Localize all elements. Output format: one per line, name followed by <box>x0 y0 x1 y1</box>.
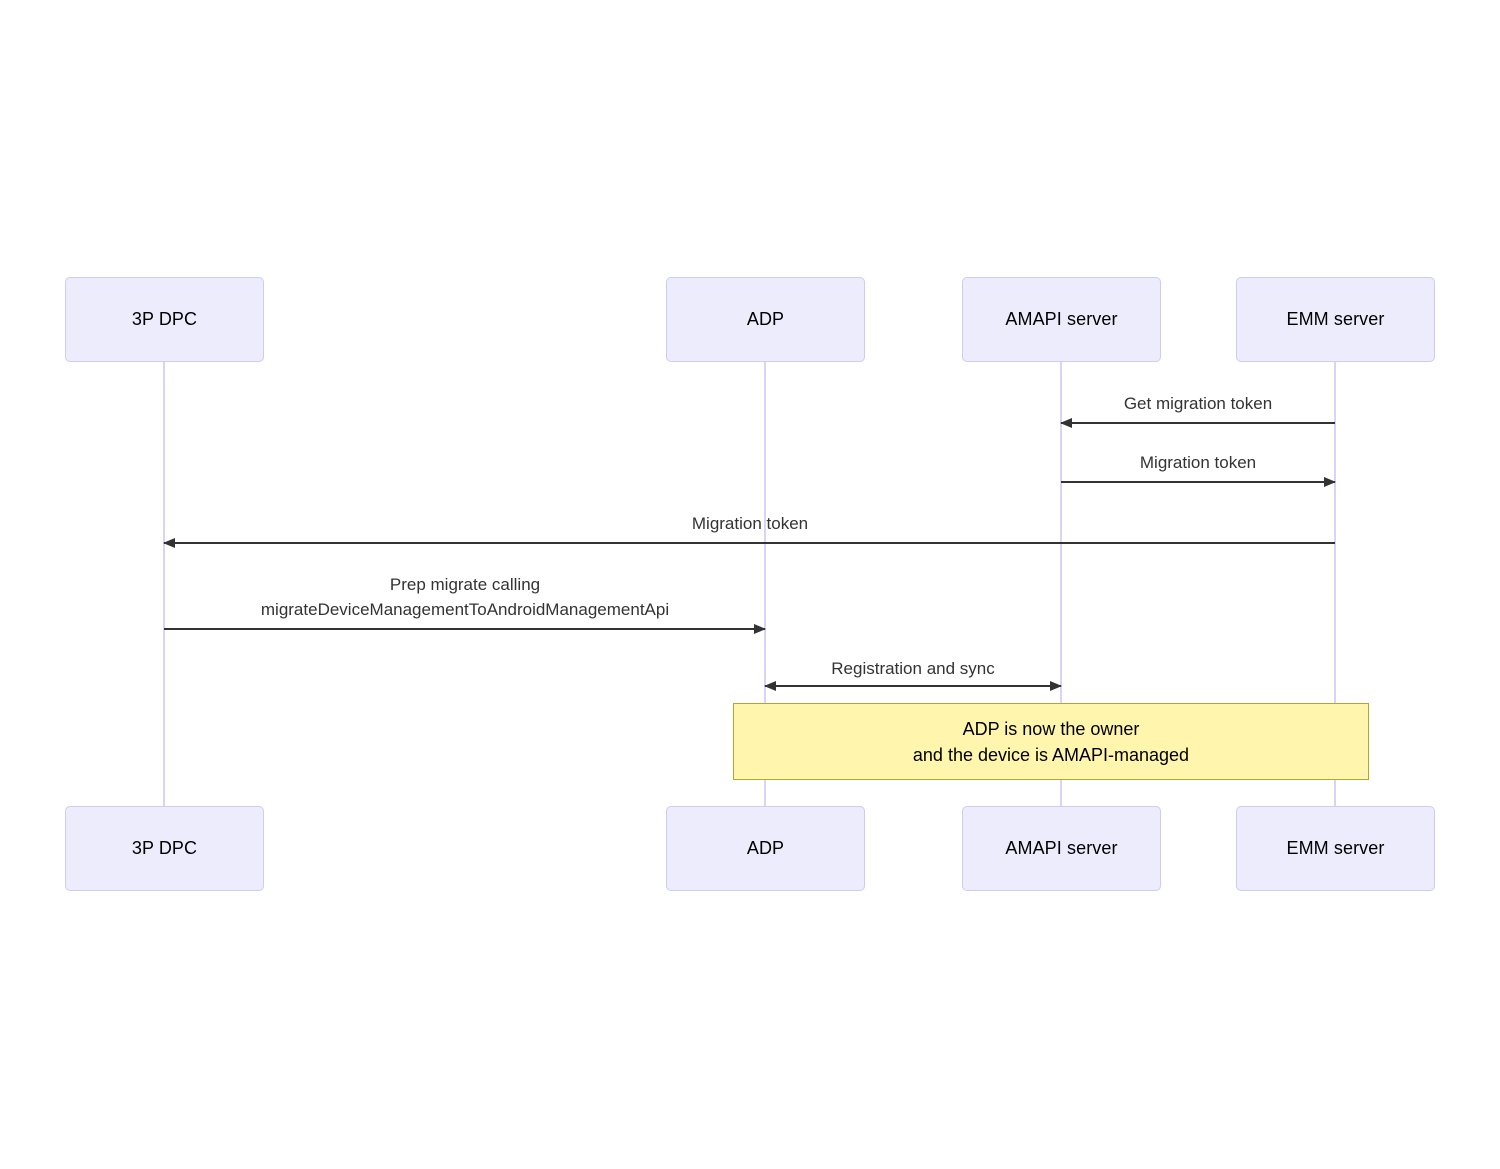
participant-label: EMM server <box>1286 309 1385 329</box>
participant-label: AMAPI server <box>1005 838 1118 858</box>
participant-amapi-top[interactable]: AMAPI server <box>962 277 1161 362</box>
participant-adp-bottom[interactable]: ADP <box>666 806 865 891</box>
note-adp-owner-note: ADP is now the owner and the device is A… <box>733 703 1369 780</box>
message-label-prep-migrate: Prep migrate calling migrateDeviceManage… <box>260 575 670 619</box>
participant-amapi-bottom[interactable]: AMAPI server <box>962 806 1161 891</box>
note-text: ADP is now the owner and the device is A… <box>912 718 1190 765</box>
message-label-migration-token-to-emm: Migration token <box>1139 453 1257 472</box>
message-label-get-migration-token: Get migration token <box>1123 394 1273 413</box>
participant-dpc-bottom[interactable]: 3P DPC <box>65 806 264 891</box>
participant-label: ADP <box>746 309 785 329</box>
participant-adp-top[interactable]: ADP <box>666 277 865 362</box>
participant-label: EMM server <box>1286 838 1385 858</box>
participant-label: AMAPI server <box>1005 309 1118 329</box>
participant-emm-top[interactable]: EMM server <box>1236 277 1435 362</box>
participant-label: ADP <box>746 838 785 858</box>
participant-dpc-top[interactable]: 3P DPC <box>65 277 264 362</box>
participant-emm-bottom[interactable]: EMM server <box>1236 806 1435 891</box>
message-arrows-group <box>163 418 1336 691</box>
participant-label: 3P DPC <box>131 309 198 329</box>
message-label-migration-token-to-dpc: Migration token <box>691 514 809 533</box>
message-label-registration-and-sync: Registration and sync <box>831 659 995 678</box>
participant-label: 3P DPC <box>131 838 198 858</box>
